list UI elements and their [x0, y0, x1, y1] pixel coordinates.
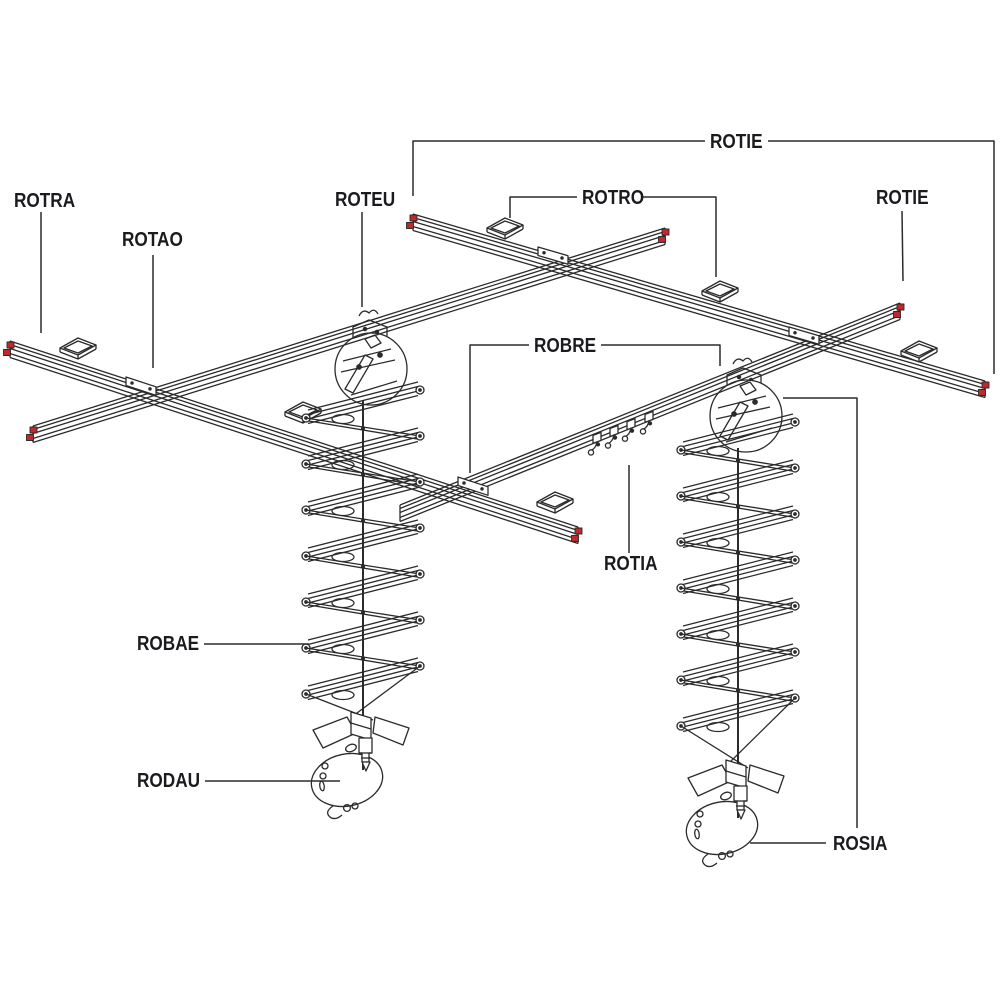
label-rotao: ROTAO: [122, 229, 183, 251]
ceiling-brackets: [59, 217, 938, 514]
label-roteu: ROTEU: [335, 189, 396, 211]
label-rotia: ROTIA: [604, 553, 658, 575]
joining-plates: [125, 246, 820, 496]
leader-lines: [40, 140, 995, 844]
label-robre: ROBRE: [534, 335, 597, 357]
ceiling-rails: [9, 213, 986, 545]
label-robae: ROBAE: [137, 633, 200, 655]
label-rosia: ROSIA: [833, 833, 888, 855]
label-rotie-right: ROTIE: [876, 187, 929, 209]
cable-runner-glides: [587, 410, 654, 456]
label-rotra: ROTRA: [14, 190, 76, 212]
label-rotie-top: ROTIE: [710, 131, 763, 153]
swivel-discs: [334, 332, 783, 453]
scissor-pantographs: [301, 381, 800, 868]
label-rodau: RODAU: [137, 770, 201, 792]
rail-end-caps: [3, 214, 990, 542]
label-rotro: ROTRO: [582, 187, 645, 209]
